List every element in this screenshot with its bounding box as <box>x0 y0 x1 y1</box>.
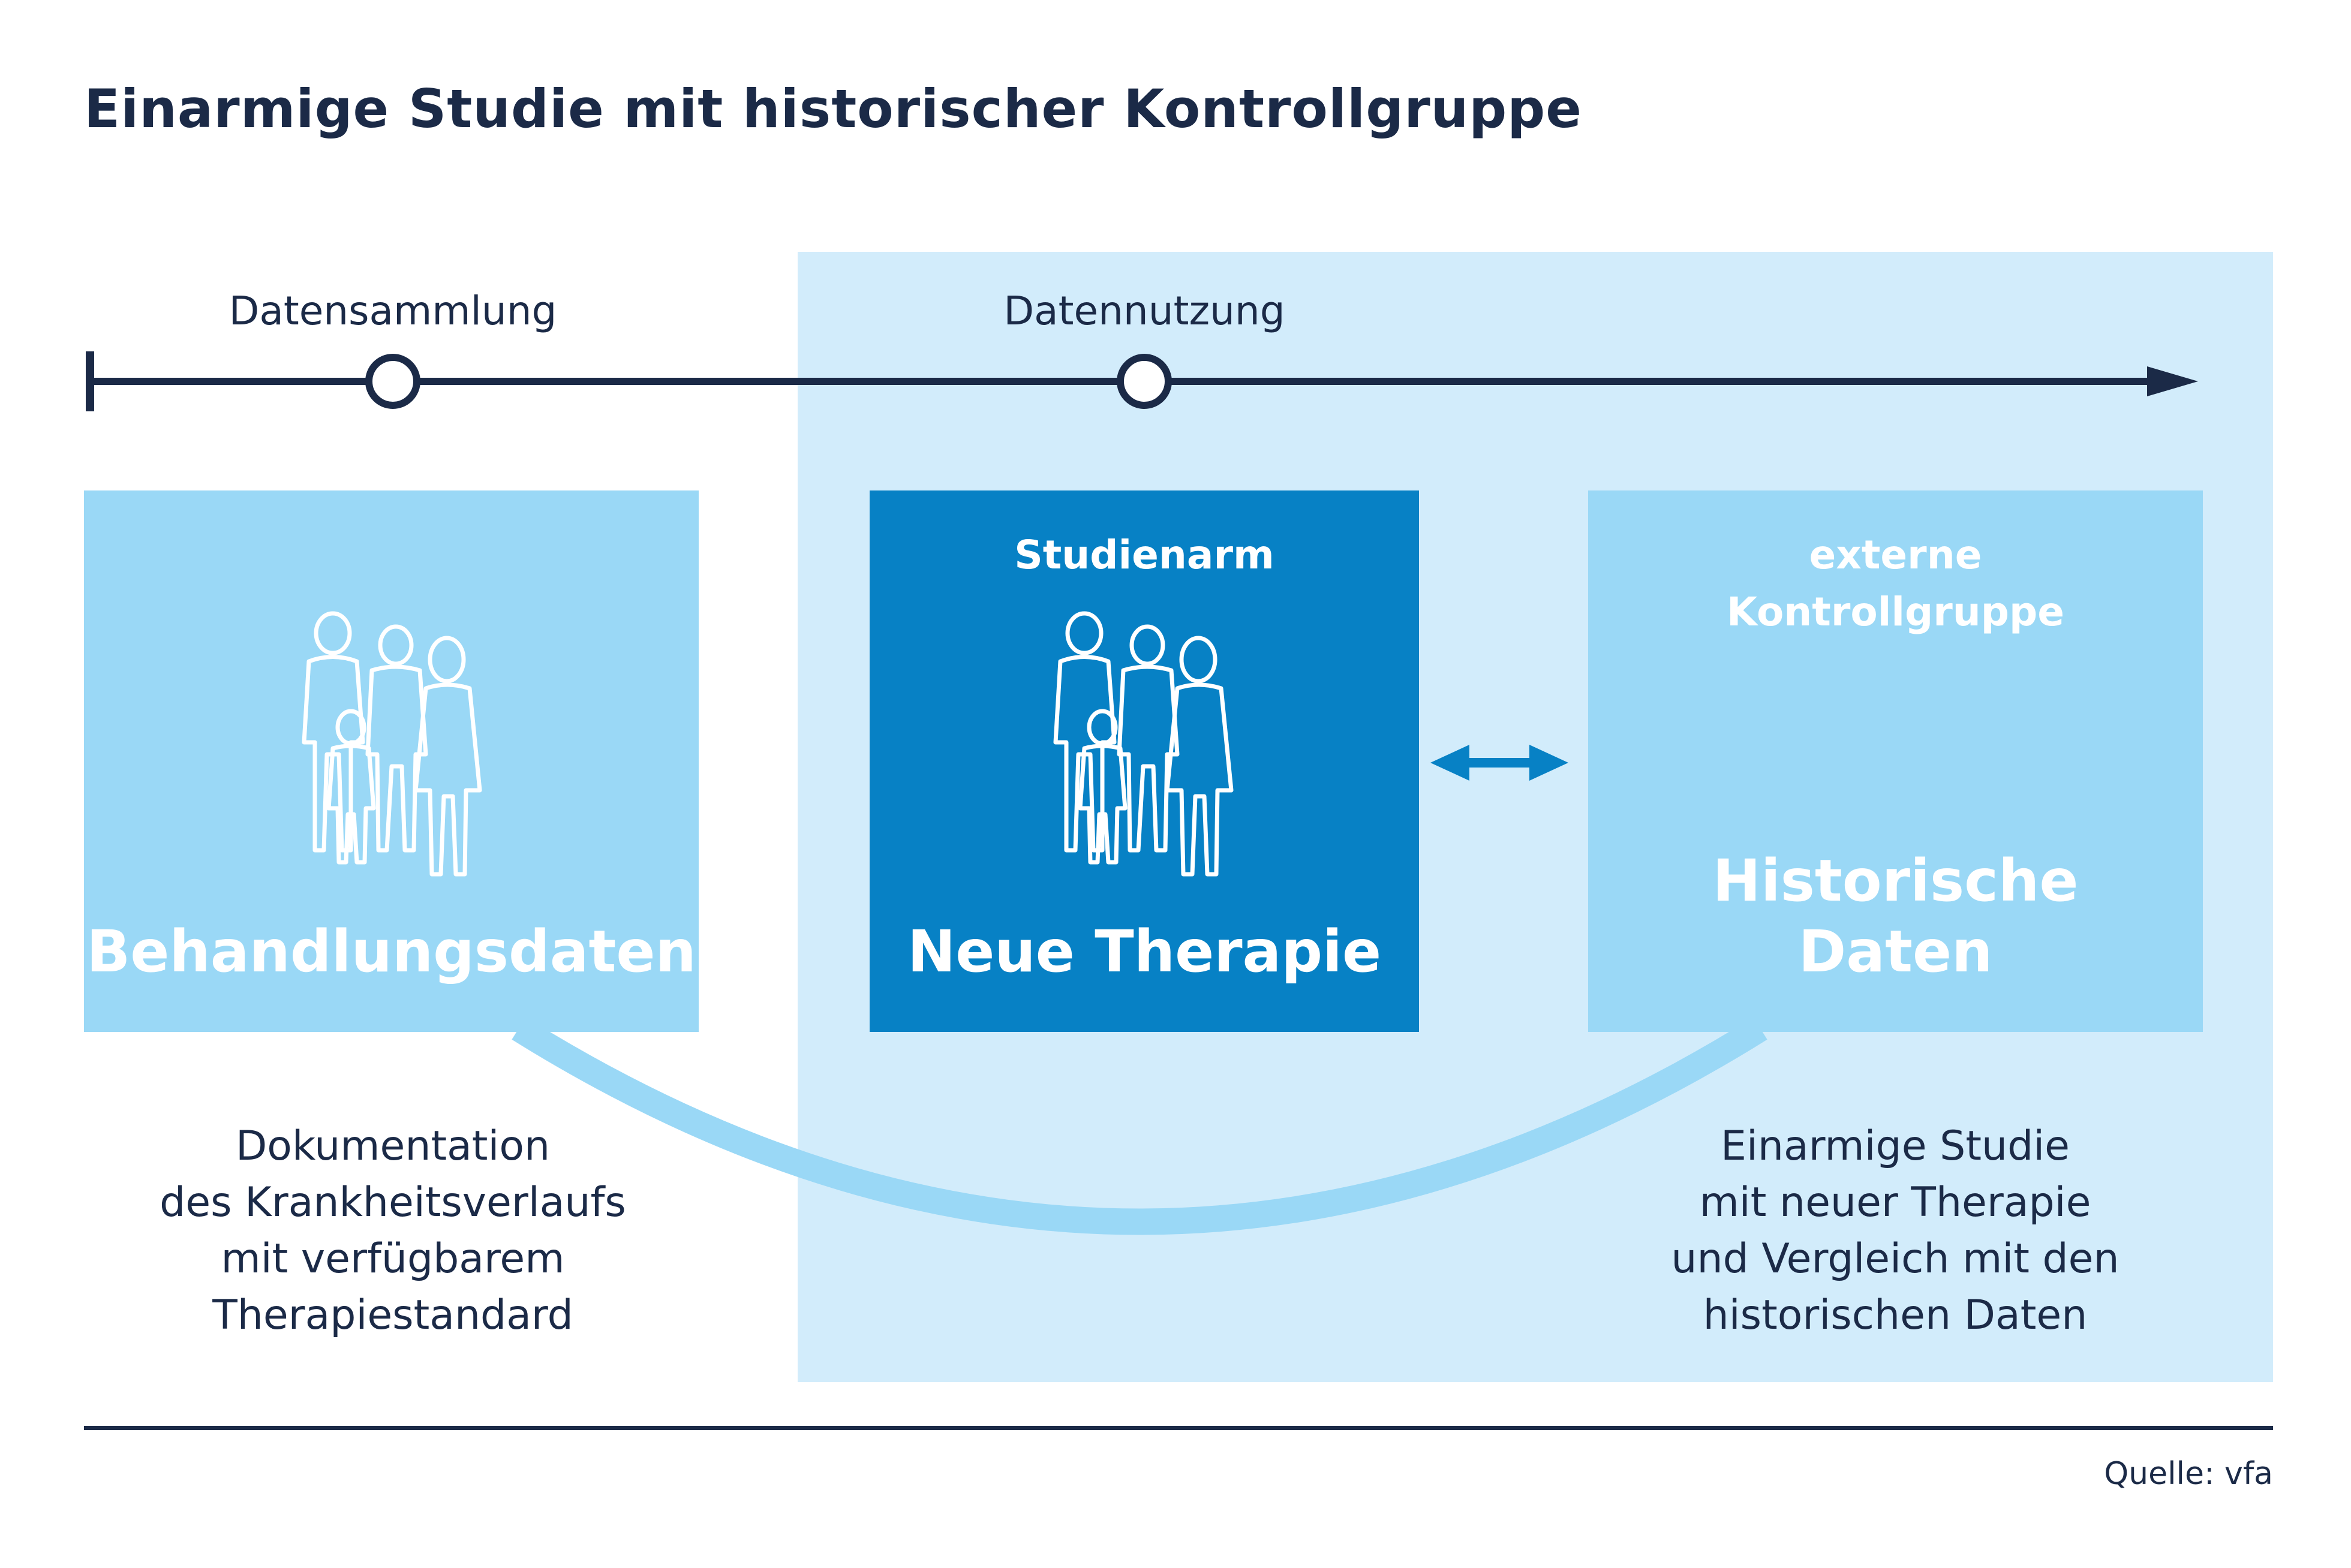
box-historical-subtitle-line1: externe <box>1809 532 1982 578</box>
description-left-line: mit verfügbarem <box>221 1235 565 1283</box>
source-note: Quelle: vfa <box>2104 1456 2273 1492</box>
box-new-therapy-title: Neue Therapie <box>907 918 1382 985</box>
box-treatment-data: Behandlungsdaten <box>84 490 699 1032</box>
people-group-icon <box>1053 611 1234 877</box>
bottom-divider <box>84 1426 2273 1430</box>
timeline-label-usage: Datennutzung <box>1003 288 1285 334</box>
box-new-therapy-subtitle: Studienarm <box>1014 532 1274 578</box>
description-right-line: mit neuer Therapie <box>1699 1179 2091 1226</box>
timeline-arrowhead <box>2147 366 2198 396</box>
description-left-line: Therapiestandard <box>212 1292 573 1339</box>
box-new-therapy: Studienarm Neue Therapie <box>870 490 1419 1032</box>
timeline-node-usage <box>1117 354 1172 409</box>
description-left-line: Dokumentation <box>235 1122 551 1170</box>
description-right-line: Einarmige Studie <box>1721 1122 2070 1170</box>
people-group-icon <box>302 611 482 877</box>
box-historical-title-line2: Daten <box>1798 918 1993 985</box>
box-historical-title-line1: Historische <box>1712 847 2079 914</box>
comparison-double-arrow-icon <box>1430 745 1568 781</box>
description-right-line: und Vergleich mit den <box>1671 1235 2119 1283</box>
description-left-line: des Krankheitsverlaufs <box>160 1179 626 1226</box>
box-historical-subtitle-line2: Kontrollgruppe <box>1726 589 2065 635</box>
description-right-line: historischen Daten <box>1703 1292 2088 1339</box>
timeline-node-collection <box>365 354 420 409</box>
diagram-title: Einarmige Studie mit historischer Kontro… <box>84 78 1582 140</box>
connection-arc <box>512 1017 1767 1235</box>
description-left: Dokumentation des Krankheitsverlaufs mit… <box>160 1118 626 1344</box>
timeline-label-collection: Datensammlung <box>229 288 557 334</box>
box-treatment-data-title: Behandlungsdaten <box>86 918 696 985</box>
description-right: Einarmige Studie mit neuer Therapie und … <box>1671 1118 2119 1344</box>
box-historical-data: externe Kontrollgruppe Historische Daten <box>1588 490 2203 1032</box>
